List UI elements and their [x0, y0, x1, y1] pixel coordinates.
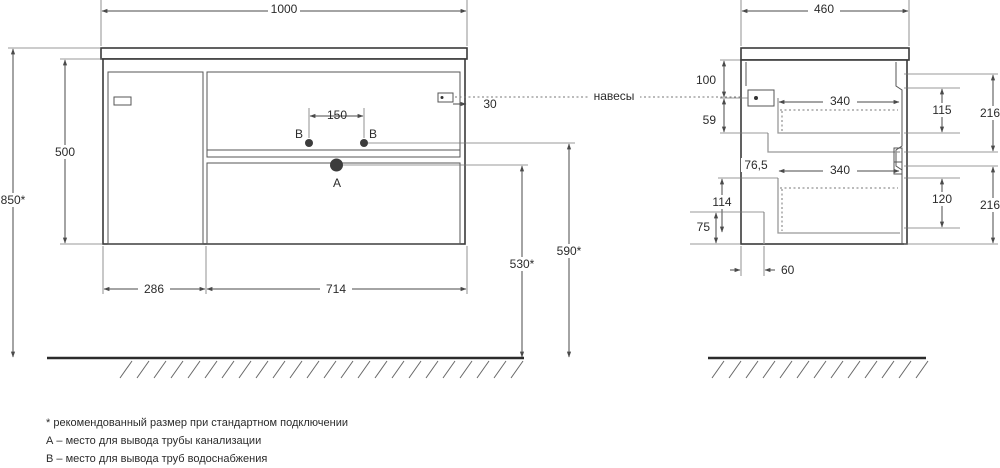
- note-recommended: * рекомендованный размер при стандартном…: [46, 417, 348, 429]
- bottom-drawer-inner-label: 120: [932, 192, 952, 206]
- pipe-spacing-label: 150: [327, 108, 347, 122]
- pipe-b-left-icon: [305, 139, 313, 147]
- top-drawer-inner-label: 115: [932, 103, 951, 117]
- drain-a-icon: [330, 158, 343, 172]
- note-drain-a: А – место для вывода трубы канализации: [46, 435, 262, 447]
- front-body-height-label: 500: [55, 145, 75, 159]
- bottom-drawer-front-label: 216: [980, 198, 1000, 212]
- right-hinge-icon: [437, 92, 454, 103]
- front-width-label: 1000: [271, 2, 298, 16]
- pipe-height-label: 590*: [557, 244, 582, 258]
- lower-offset-label: 114: [712, 195, 731, 209]
- side-view: 460 навесы 100 59 76,5 114 75 60: [588, 0, 1000, 379]
- front-drawer-rail: [206, 149, 461, 158]
- top-offset-label: 100: [696, 73, 716, 87]
- right-section-width-label: 714: [326, 282, 346, 296]
- left-section-width-label: 286: [144, 282, 164, 296]
- pipe-b-left-label: B: [295, 127, 303, 141]
- front-cabinet-body: [102, 58, 466, 245]
- front-total-height-label: 850*: [1, 193, 26, 207]
- side-countertop: [740, 47, 910, 61]
- side-floor-hatching: [711, 360, 929, 379]
- hinges-label: навесы: [594, 89, 635, 103]
- top-drawer-depth-label: 340: [830, 94, 850, 108]
- top-drawer-offset-label: 59: [703, 113, 717, 127]
- front-floor-hatching: [119, 360, 524, 379]
- back-gap-label: 60: [781, 263, 795, 277]
- left-hinge-icon: [113, 96, 132, 106]
- front-left-door: [107, 71, 204, 245]
- bottom-drawer-depth-label: 340: [830, 163, 850, 177]
- drain-a-label: A: [333, 176, 341, 190]
- front-countertop: [100, 47, 468, 60]
- top-drawer-front-label: 216: [980, 106, 1000, 120]
- legend-notes: * рекомендованный размер при стандартном…: [46, 414, 348, 468]
- hinge-offset-label: 30: [483, 97, 497, 111]
- drain-height-label: 530*: [510, 257, 535, 271]
- mid-offset-label: 76,5: [744, 158, 768, 172]
- pipe-b-right-label: B: [369, 127, 377, 141]
- pipe-b-right-icon: [360, 139, 368, 147]
- note-pipes-b: В – место для вывода труб водоснабжения: [46, 453, 268, 465]
- bottom-offset-label: 75: [697, 220, 711, 234]
- side-depth-label: 460: [814, 2, 834, 16]
- front-view: 1000 850* 500 286 714 150 B B A 30: [0, 0, 740, 379]
